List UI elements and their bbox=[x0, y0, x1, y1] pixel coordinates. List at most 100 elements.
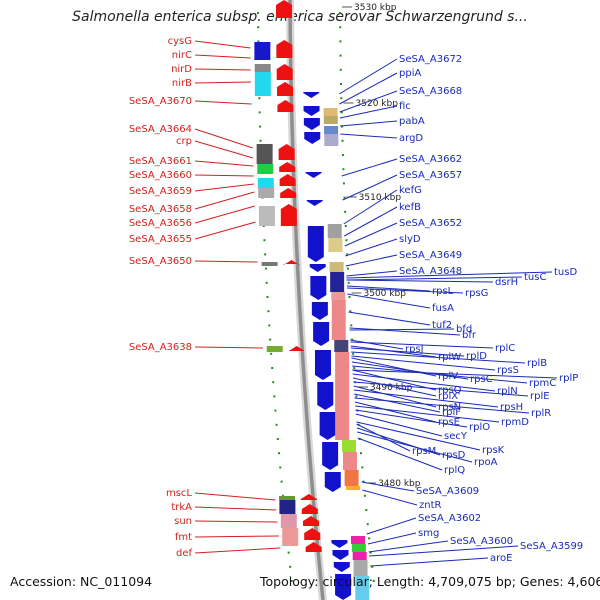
right-gene-label[interactable]: SeSA_A3649 bbox=[399, 250, 462, 261]
left-gene-label[interactable]: SeSA_A3656 bbox=[129, 218, 192, 229]
right-gene-label[interactable]: rpsE bbox=[438, 417, 460, 428]
right-callout-line bbox=[349, 327, 461, 336]
tick-mark-right bbox=[341, 125, 344, 128]
left-gene-label[interactable]: SeSA_A3659 bbox=[129, 186, 192, 197]
right-gene-label[interactable]: bfr bbox=[462, 330, 477, 341]
tick-mark-right bbox=[339, 26, 342, 29]
right-gene-label[interactable]: SeSA_A3599 bbox=[520, 541, 583, 552]
right-gene-label[interactable]: rpsH bbox=[500, 402, 523, 413]
right-gene-label[interactable]: rpsK bbox=[482, 445, 505, 456]
right-gene-label[interactable]: SeSA_A3648 bbox=[399, 266, 462, 277]
right-callout-line bbox=[347, 287, 464, 294]
right-gene-label[interactable]: rpsN bbox=[438, 402, 461, 413]
right-gene-label[interactable]: SeSA_A3652 bbox=[399, 218, 462, 229]
right-gene-label[interactable]: SeSA_A3668 bbox=[399, 86, 462, 97]
right-gene-label[interactable]: slyD bbox=[399, 234, 421, 245]
right-gene-label[interactable]: tuf2 bbox=[432, 320, 452, 331]
left-callout-line bbox=[194, 100, 252, 105]
right-gene-label[interactable]: SeSA_A3672 bbox=[399, 54, 462, 65]
right-gene-label[interactable]: SeSA_A3602 bbox=[418, 513, 481, 524]
right-gene-label[interactable]: rplD bbox=[466, 351, 487, 362]
left-gene-label[interactable]: SeSA_A3650 bbox=[129, 256, 192, 267]
left-gene-label[interactable]: SeSA_A3670 bbox=[129, 96, 192, 107]
right-gene-label[interactable]: rplQ bbox=[444, 465, 465, 476]
right-gene-label[interactable]: rplF bbox=[442, 407, 461, 418]
left-callout-line bbox=[194, 191, 255, 210]
right-gene-label[interactable]: kefG bbox=[399, 185, 422, 196]
right-gene-label[interactable]: secY bbox=[444, 431, 468, 442]
left-gene-label[interactable]: mscL bbox=[166, 488, 192, 499]
tick-mark-right bbox=[348, 296, 351, 298]
right-gene-label[interactable]: rplC bbox=[495, 343, 515, 354]
tick-mark-left bbox=[270, 352, 273, 355]
left-gene-label[interactable]: fmt bbox=[175, 532, 192, 543]
right-gene-label[interactable]: fusA bbox=[432, 303, 454, 314]
left-gene-label[interactable]: SeSA_A3664 bbox=[129, 124, 192, 135]
right-gene-label[interactable]: rpoA bbox=[474, 457, 498, 468]
cog-box bbox=[346, 486, 361, 490]
cog-box bbox=[334, 340, 349, 352]
left-gene-label[interactable]: SeSA_A3661 bbox=[129, 156, 192, 167]
right-gene-label[interactable]: argD bbox=[399, 133, 423, 144]
right-gene-label[interactable]: rpmC bbox=[529, 378, 556, 389]
left-gene-label[interactable]: SeSA_A3660 bbox=[129, 170, 192, 181]
right-gene-label[interactable]: rplO bbox=[469, 422, 490, 433]
right-gene-label[interactable]: rpsJ bbox=[405, 344, 424, 355]
left-gene-label[interactable]: def bbox=[176, 548, 193, 559]
left-gene-label[interactable]: cysG bbox=[168, 36, 192, 47]
right-gene-label[interactable]: fic bbox=[399, 101, 411, 112]
left-gene-label[interactable]: SeSA_A3658 bbox=[129, 204, 192, 215]
genome-stats-text: Topology: circular; Length: 4,709,075 bp… bbox=[260, 574, 600, 589]
right-gene-label[interactable]: rpmD bbox=[501, 417, 529, 428]
right-gene-label[interactable]: rpsC bbox=[470, 374, 493, 385]
cog-box bbox=[351, 536, 366, 544]
right-gene-label[interactable]: rplW bbox=[438, 352, 461, 363]
left-gene-label[interactable]: nirB bbox=[172, 78, 192, 89]
right-gene-label[interactable]: SeSA_A3600 bbox=[450, 536, 513, 547]
left-gene-label[interactable]: nirD bbox=[171, 64, 192, 75]
right-gene-label[interactable]: dsrH bbox=[495, 277, 518, 288]
tick-mark-left bbox=[268, 324, 271, 327]
right-gene-label[interactable]: bfd bbox=[456, 324, 472, 335]
right-gene-label[interactable]: SeSA_A3657 bbox=[399, 170, 462, 181]
right-gene-label[interactable]: rpsD bbox=[442, 450, 466, 461]
right-callout-line bbox=[343, 189, 398, 225]
right-gene-label[interactable]: rplP bbox=[559, 373, 578, 384]
right-gene-label[interactable]: SeSA_A3662 bbox=[399, 154, 462, 165]
right-gene-label[interactable]: rpsS bbox=[497, 365, 519, 376]
right-gene-label[interactable]: smg bbox=[418, 528, 439, 539]
right-gene-label[interactable]: tusD bbox=[554, 267, 577, 278]
right-gene-label[interactable]: rpsG bbox=[465, 288, 488, 299]
cog-box bbox=[351, 544, 366, 552]
right-gene-label[interactable]: kefB bbox=[399, 202, 421, 213]
left-gene-label[interactable]: crp bbox=[176, 136, 192, 147]
gene-arrow-forward bbox=[288, 346, 305, 351]
left-gene-label[interactable]: SeSA_A3638 bbox=[129, 342, 192, 353]
right-gene-label[interactable]: rpsM bbox=[412, 446, 436, 457]
right-callout-line bbox=[339, 58, 398, 95]
tick-mark-left bbox=[289, 565, 292, 568]
gene-arrow-forward bbox=[276, 0, 292, 18]
scale-label: 3500 kbp bbox=[364, 289, 407, 299]
left-gene-label[interactable]: sun bbox=[174, 516, 192, 527]
right-gene-label[interactable]: rpsQ bbox=[438, 385, 462, 396]
right-gene-label[interactable]: rpsL bbox=[432, 286, 454, 297]
right-gene-label[interactable]: ppiA bbox=[399, 68, 421, 79]
right-gene-label[interactable]: aroE bbox=[490, 553, 512, 564]
right-gene-label[interactable]: rplN bbox=[497, 386, 518, 397]
right-gene-label[interactable]: SeSA_A3609 bbox=[416, 486, 479, 497]
left-gene-label[interactable]: nirC bbox=[172, 50, 192, 61]
right-callout-line bbox=[339, 90, 398, 113]
right-gene-label[interactable]: rplB bbox=[527, 358, 547, 369]
right-gene-label[interactable]: pabA bbox=[399, 116, 425, 127]
cog-box bbox=[266, 346, 283, 352]
left-gene-label[interactable]: SeSA_A3655 bbox=[129, 234, 192, 245]
forward-strand-genes bbox=[276, 0, 322, 552]
right-gene-label[interactable]: zntR bbox=[419, 500, 442, 511]
left-gene-label[interactable]: trkA bbox=[171, 502, 192, 513]
right-gene-label[interactable]: rplE bbox=[530, 391, 550, 402]
right-gene-label[interactable]: rplR bbox=[531, 408, 551, 419]
right-gene-label[interactable]: tusC bbox=[524, 272, 546, 283]
right-gene-label[interactable]: rplX bbox=[438, 391, 458, 402]
